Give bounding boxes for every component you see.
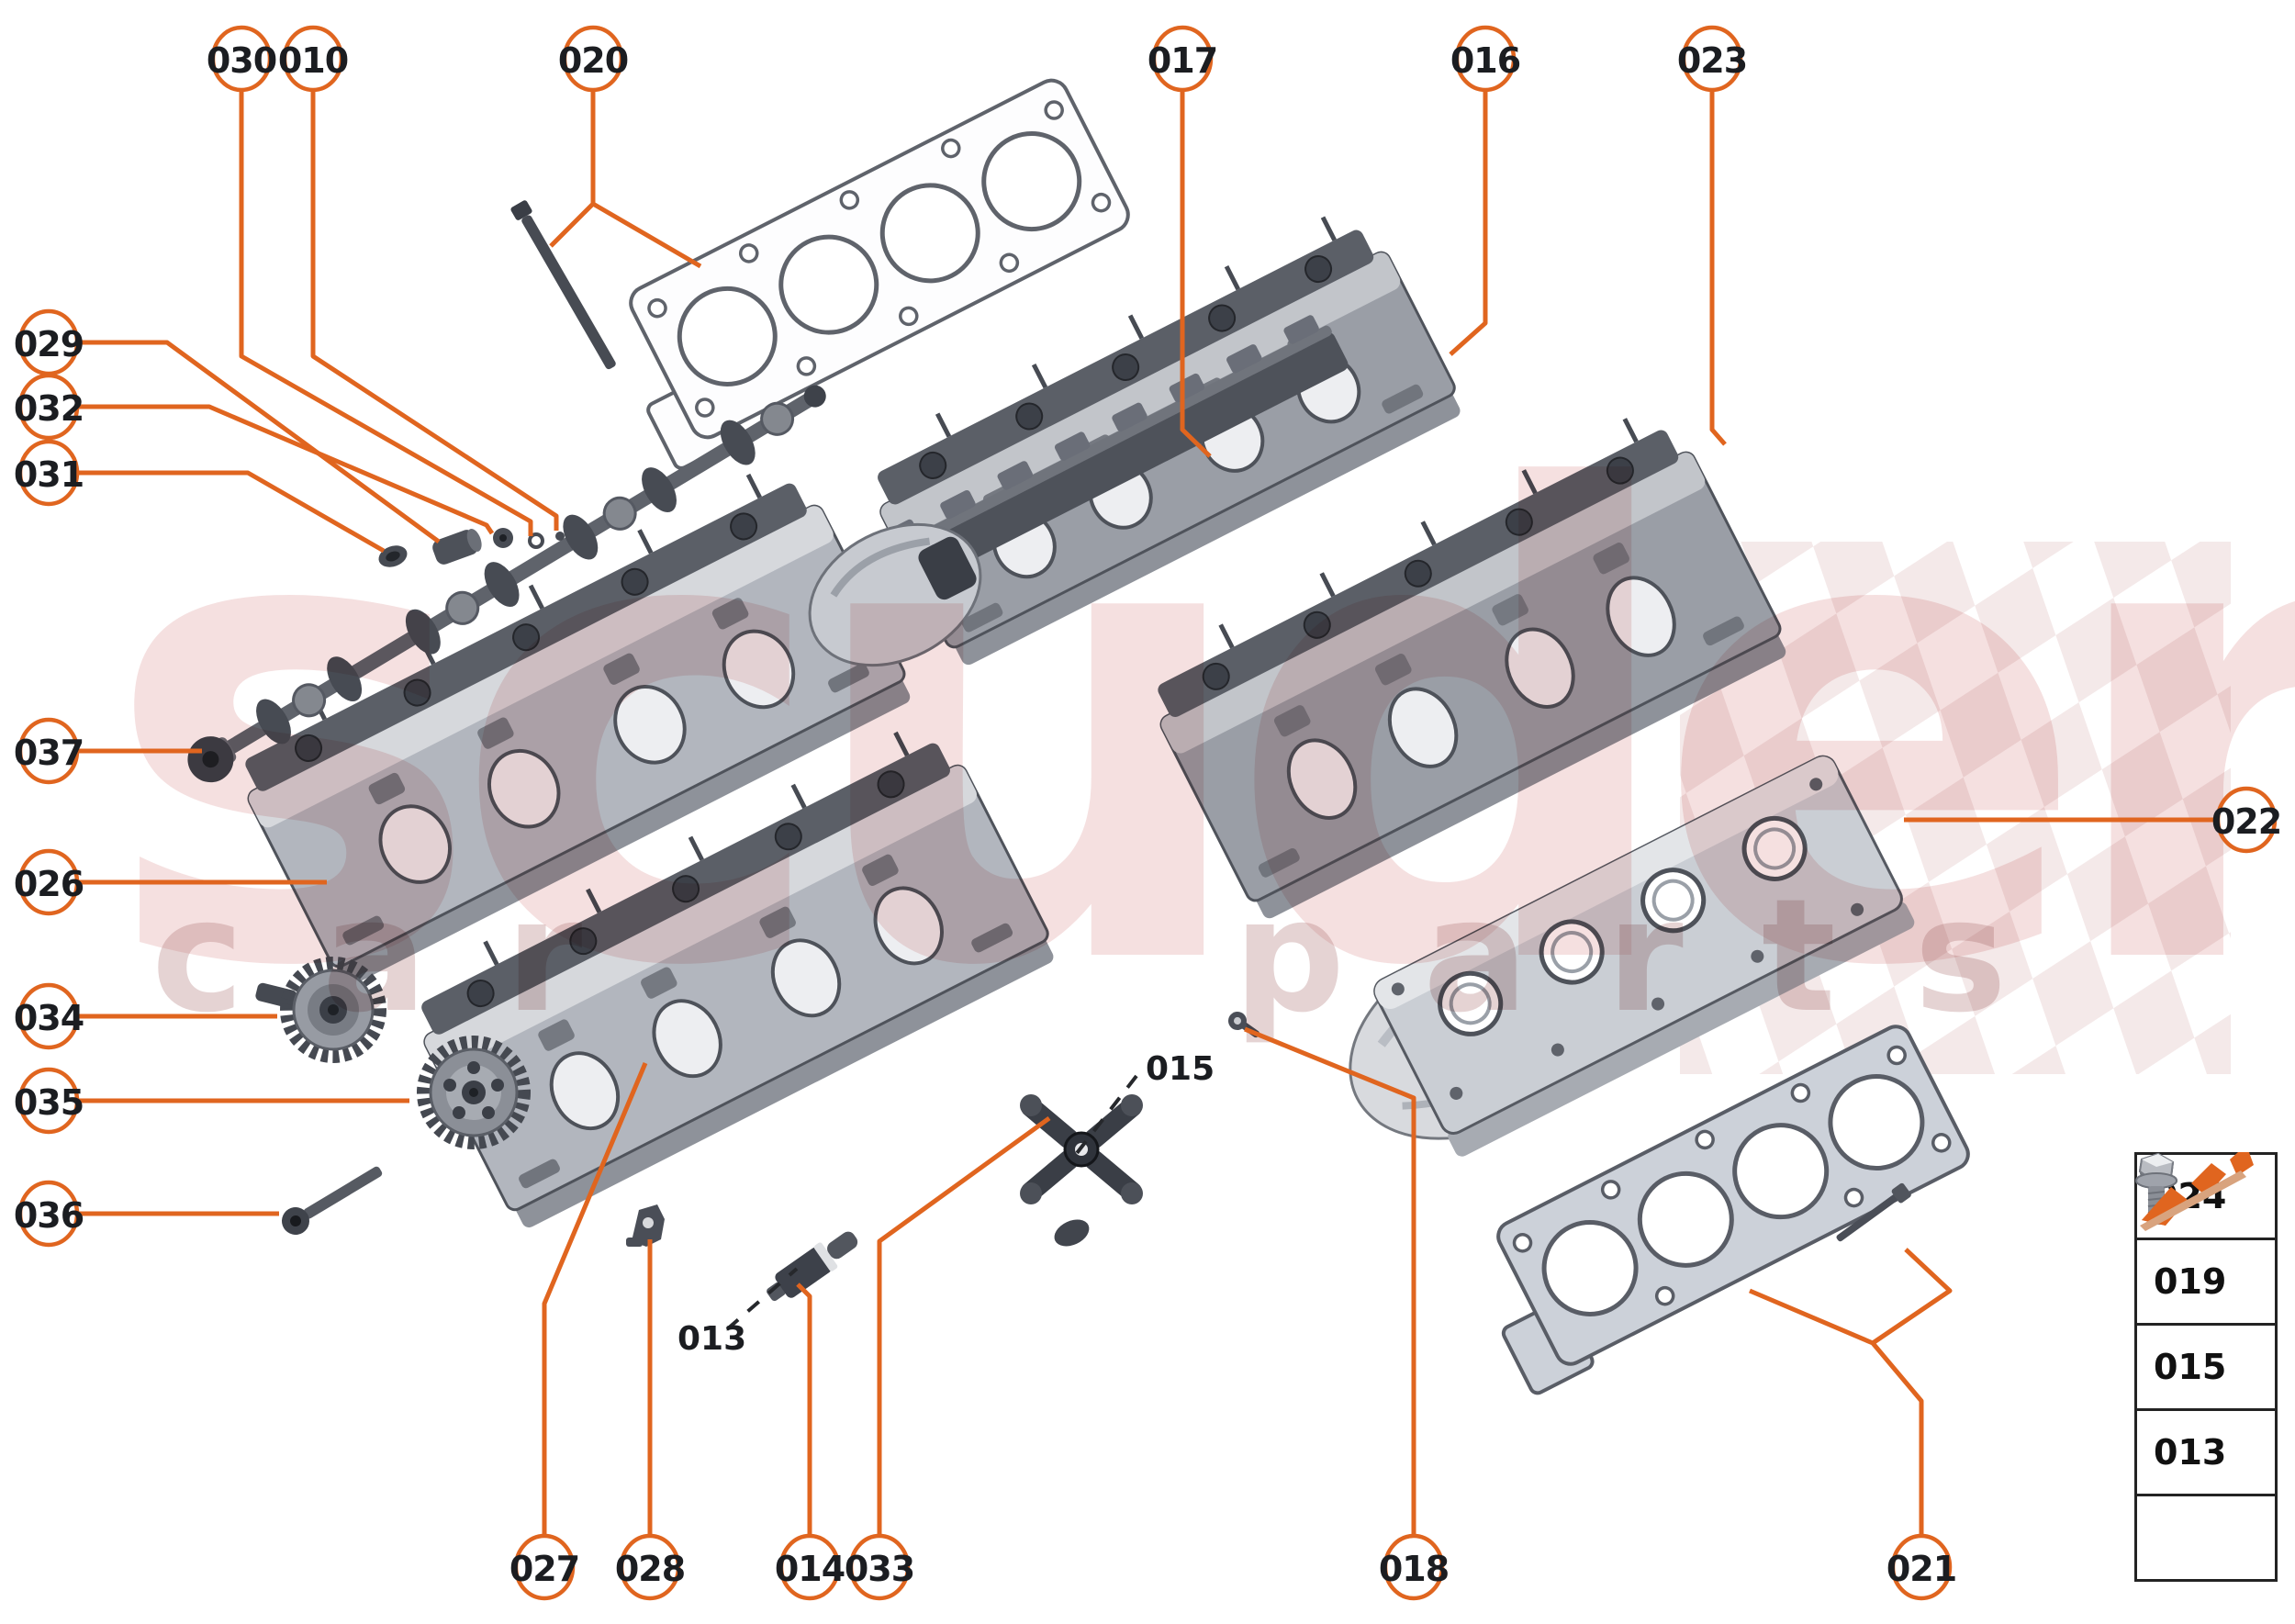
camshaft-adjuster-gear[interactable] — [417, 1036, 531, 1149]
svg-text:018: 018 — [1379, 1549, 1449, 1589]
svg-text:029: 029 — [14, 324, 84, 364]
valve-cover[interactable] — [1315, 752, 1917, 1180]
leader-line-031 — [77, 470, 386, 554]
leader-line-030 — [239, 90, 533, 536]
legend-item-013[interactable]: 013 — [2134, 1152, 2278, 1496]
front-cover-piece[interactable] — [786, 497, 1004, 693]
callout-018[interactable]: 018 — [1379, 1533, 1450, 1601]
camshaft-cover-rail[interactable] — [786, 309, 1350, 693]
svg-text:017: 017 — [1148, 40, 1217, 81]
engine-parts — [178, 75, 1977, 1395]
leader-line-021 — [1749, 1248, 1953, 1534]
svg-text:035: 035 — [14, 1082, 84, 1123]
svg-text:030: 030 — [207, 40, 276, 81]
svg-text:021: 021 — [1886, 1549, 1956, 1589]
callout-034[interactable]: 034 — [14, 982, 84, 1050]
callout-023[interactable]: 023 — [1677, 25, 1748, 93]
callout-021[interactable]: 021 — [1886, 1533, 1957, 1601]
legend-arrow-cell[interactable] — [2134, 1152, 2278, 1582]
svg-text:037: 037 — [14, 733, 84, 773]
brand-watermark: scuderia car parts — [101, 359, 2295, 1107]
camshaft-timing-gear[interactable] — [254, 957, 386, 1063]
callout-017[interactable]: 017 — [1148, 25, 1218, 93]
fastener-legend: 024 019 015 — [2134, 1152, 2278, 1582]
callout-030[interactable]: 030 — [207, 25, 277, 93]
svg-text:013: 013 — [677, 1320, 746, 1358]
svg-text:028: 028 — [615, 1549, 685, 1589]
callout-020[interactable]: 020 — [558, 25, 629, 93]
camshaft[interactable] — [178, 369, 837, 792]
leader-line-032 — [77, 404, 495, 535]
rocker-arm-assembly[interactable] — [1017, 1093, 1146, 1251]
leader-line-018 — [1244, 1026, 1416, 1534]
inline-callouts: 015 013 — [677, 1050, 1215, 1358]
legend-item-label: 015 — [2154, 1347, 2227, 1387]
leader-line-020 — [549, 90, 702, 269]
svg-text:031: 031 — [14, 454, 84, 495]
cylinder-head-right-bank[interactable] — [1132, 398, 1793, 923]
inline-callout-015[interactable]: 015 — [1072, 1050, 1215, 1159]
legend-item-019[interactable]: 019 — [2134, 1153, 2278, 1326]
svg-text:034: 034 — [14, 998, 84, 1038]
callout-035[interactable]: 035 — [14, 1067, 84, 1135]
callout-029[interactable]: 029 — [14, 308, 84, 376]
svg-text:036: 036 — [14, 1195, 84, 1236]
leader-line-010 — [310, 90, 559, 531]
svg-text:020: 020 — [558, 40, 628, 81]
svg-text:015: 015 — [1146, 1050, 1215, 1088]
leader-lines — [77, 90, 2216, 1534]
leader-line-033 — [877, 1115, 1051, 1534]
valve-stem-seals-group[interactable] — [375, 526, 565, 571]
exploded-direction-arrow-icon — [2140, 1152, 2254, 1231]
leader-line-023 — [1709, 90, 1727, 446]
head-gasket-bottom[interactable] — [1459, 1022, 1977, 1395]
head-gasket-top[interactable] — [597, 75, 1140, 471]
leader-line-017 — [1180, 90, 1212, 458]
inline-callout-013[interactable]: 013 — [677, 1267, 799, 1358]
svg-text:010: 010 — [278, 40, 348, 81]
cylinder-head-left-bank[interactable] — [219, 453, 917, 990]
callout-032[interactable]: 032 — [14, 373, 84, 441]
callout-028[interactable]: 028 — [615, 1533, 686, 1601]
watermark-secondary-text: car parts — [151, 866, 2085, 1047]
legend-item-015[interactable]: 015 — [2134, 1152, 2278, 1411]
svg-text:014: 014 — [775, 1549, 845, 1589]
callout-037[interactable]: 037 — [14, 717, 84, 785]
sensor-bracket[interactable] — [626, 1204, 665, 1247]
leader-line-014 — [796, 1282, 812, 1534]
svg-text:033: 033 — [845, 1549, 914, 1589]
leader-line-029 — [77, 340, 441, 544]
svg-text:022: 022 — [2211, 801, 2281, 842]
callout-031[interactable]: 031 — [14, 439, 84, 507]
callout-026[interactable]: 026 — [14, 848, 84, 916]
callout-027[interactable]: 027 — [509, 1533, 580, 1601]
leader-line-016 — [1449, 90, 1488, 356]
svg-text:026: 026 — [14, 864, 84, 904]
callout-033[interactable]: 033 — [845, 1533, 915, 1601]
callout-010[interactable]: 010 — [278, 25, 349, 93]
legend-item-label: 019 — [2154, 1261, 2227, 1302]
cylinder-head-stud[interactable] — [509, 199, 620, 372]
svg-text:027: 027 — [509, 1549, 579, 1589]
svg-text:032: 032 — [14, 388, 84, 429]
callout-016[interactable]: 016 — [1450, 25, 1521, 93]
leader-line-027 — [542, 1062, 648, 1534]
svg-text:023: 023 — [1677, 40, 1747, 81]
callout-014[interactable]: 014 — [775, 1533, 845, 1601]
legend-item-label: 013 — [2154, 1432, 2227, 1473]
cylinder-head-front[interactable] — [396, 712, 1060, 1233]
callout-022[interactable]: 022 — [2211, 786, 2282, 854]
callout-036[interactable]: 036 — [14, 1180, 84, 1248]
long-head-bolt[interactable] — [1832, 1182, 1912, 1247]
svg-text:016: 016 — [1450, 40, 1520, 81]
camshaft-solenoid[interactable] — [760, 1224, 864, 1309]
camshaft-gear-bolt[interactable] — [276, 1159, 387, 1240]
